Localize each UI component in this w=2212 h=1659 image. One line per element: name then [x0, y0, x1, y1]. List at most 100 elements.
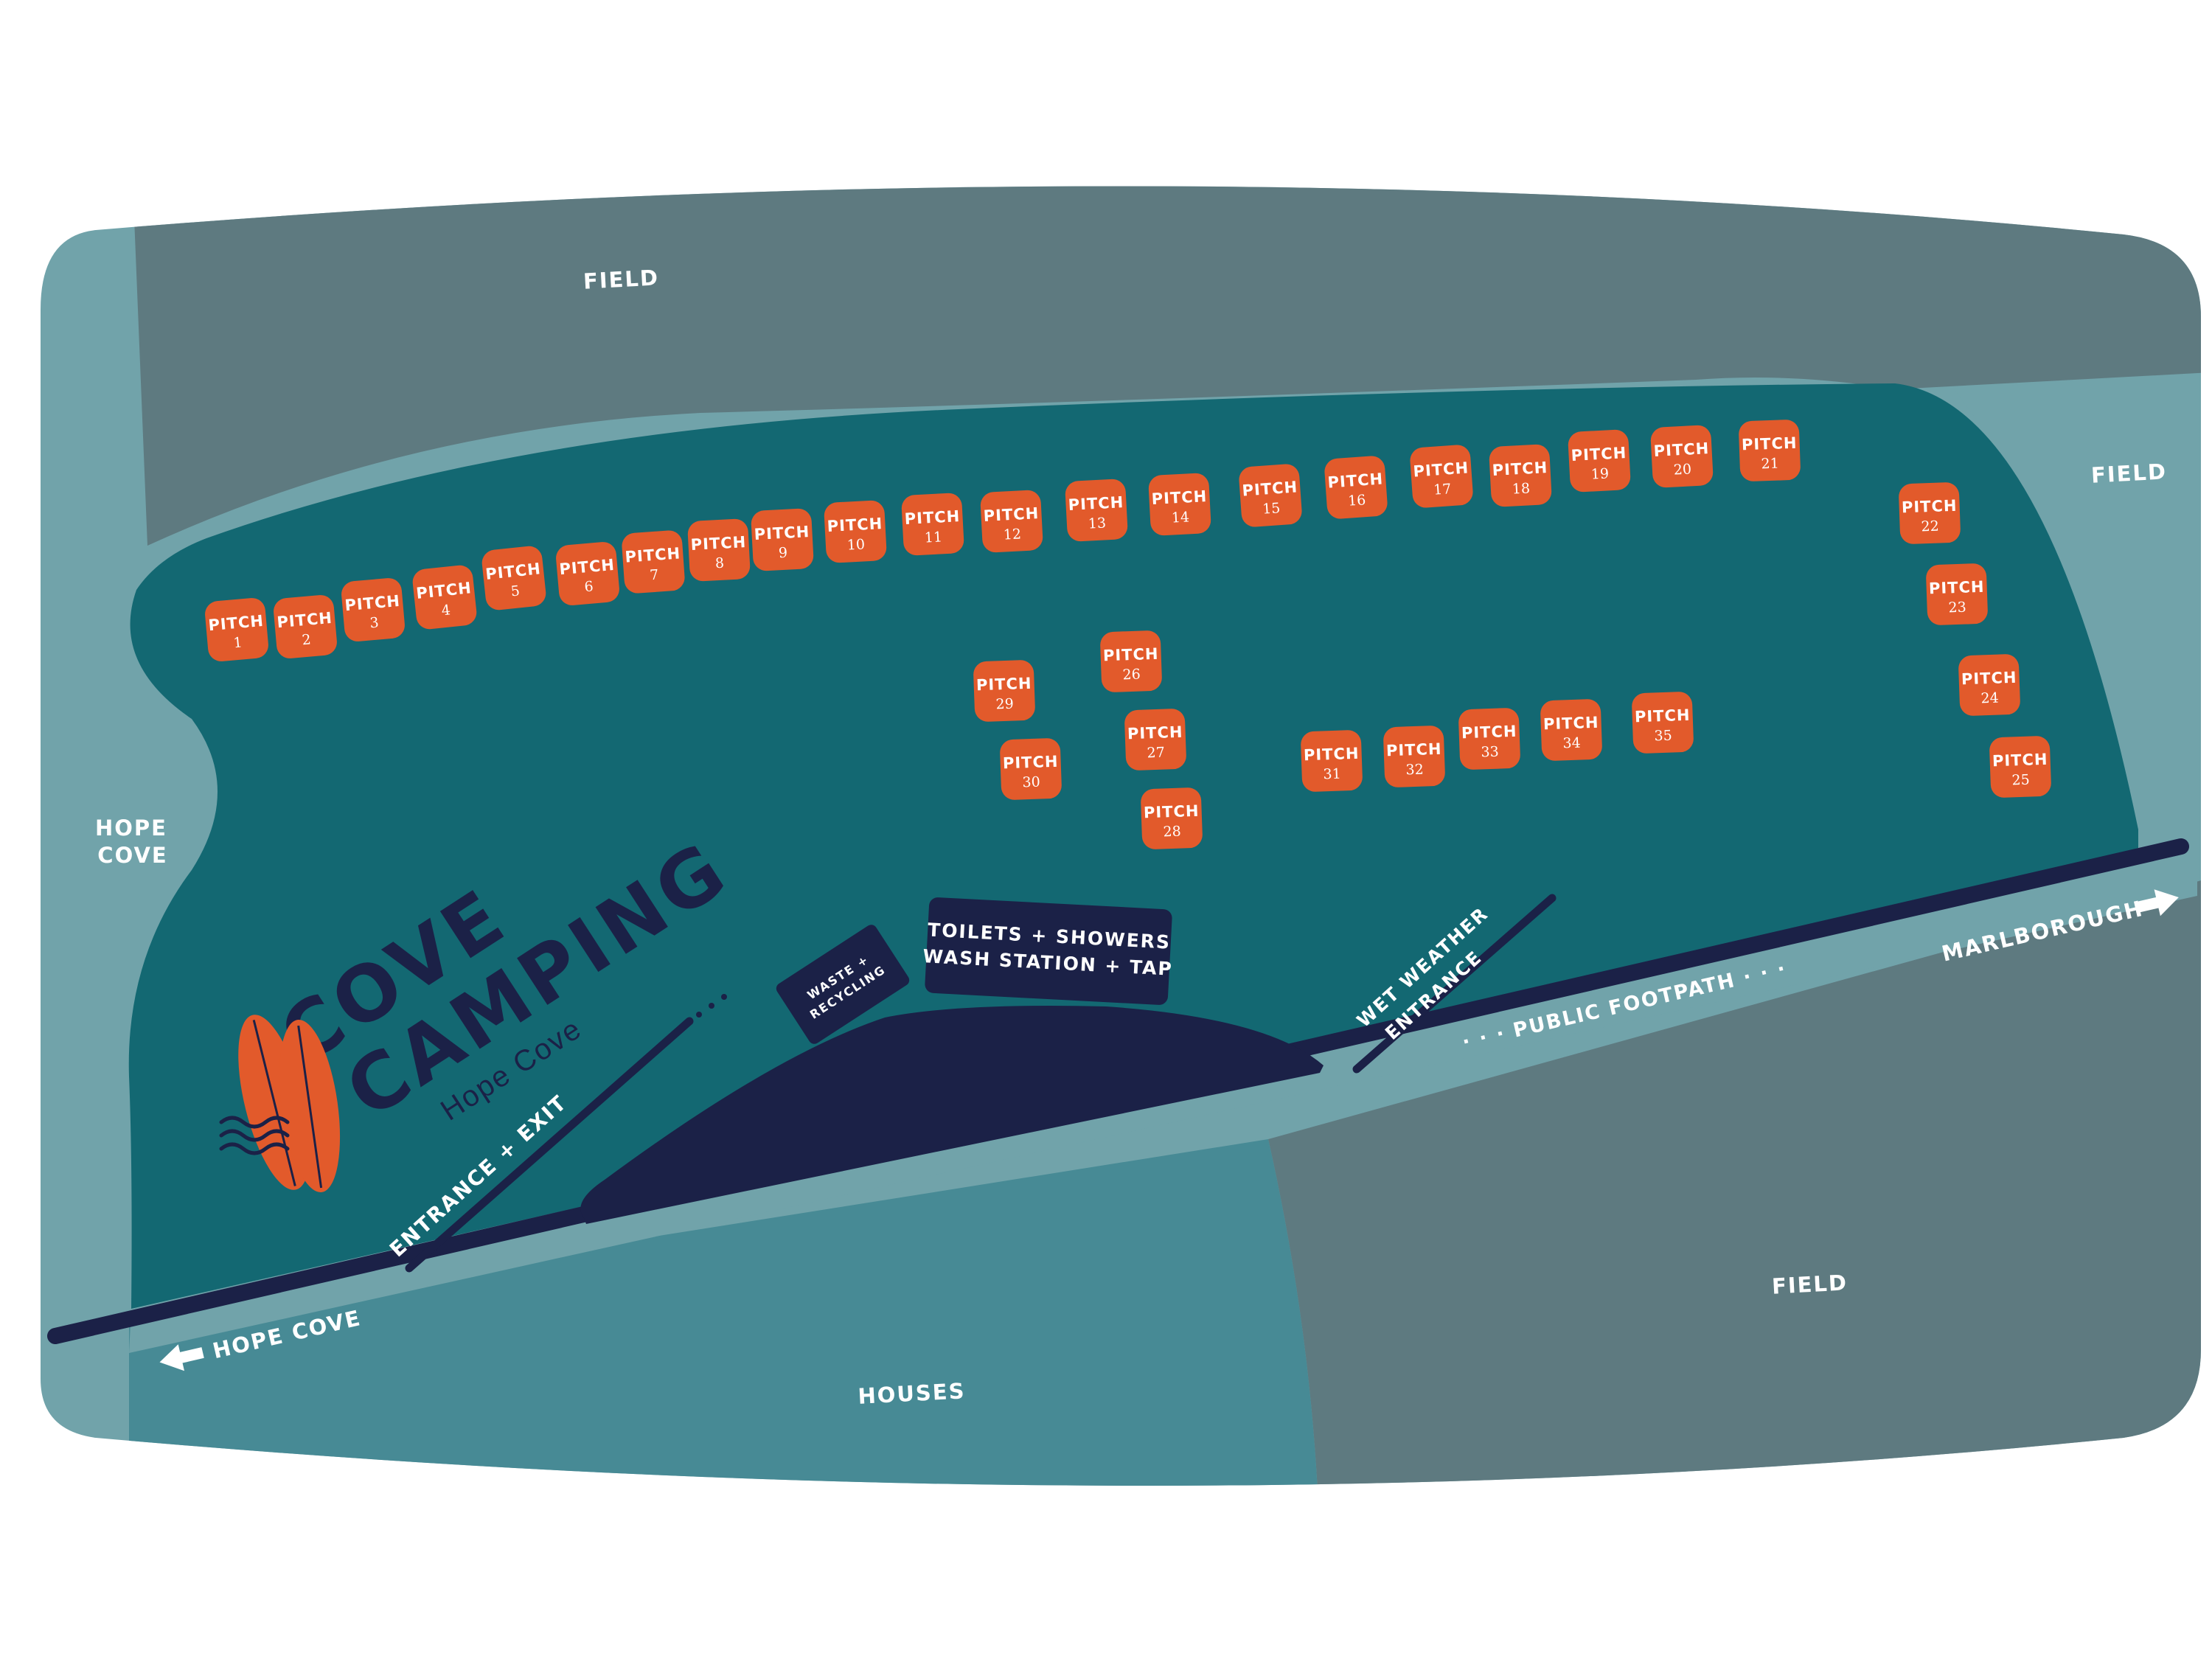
pitch-number: 31	[1323, 766, 1341, 783]
pitch-33[interactable]: PITCH 33	[1458, 708, 1521, 771]
pitch-number: 32	[1405, 762, 1424, 779]
pitch-marker[interactable]	[1238, 463, 1303, 528]
pitch-marker[interactable]	[1926, 563, 1989, 626]
path-dots	[696, 994, 727, 1018]
pitch-marker[interactable]	[204, 597, 270, 663]
pitch-marker[interactable]	[1739, 420, 1801, 482]
pitch-marker[interactable]	[341, 577, 406, 643]
pitch-marker[interactable]	[481, 545, 547, 611]
pitch-marker[interactable]	[687, 518, 751, 582]
pitch-marker[interactable]	[1383, 726, 1446, 788]
pitches: PITCH1PITCH2PITCH3PITCH4PITCH5PITCH6PITC…	[204, 420, 2052, 850]
pitch-marker[interactable]	[555, 541, 621, 607]
pitch-marker[interactable]	[1301, 730, 1363, 793]
pitch-marker[interactable]	[1568, 429, 1631, 493]
pitch-label: PITCH	[1327, 470, 1384, 491]
pitch-number: 33	[1481, 744, 1499, 761]
pitch-marker[interactable]	[1065, 479, 1128, 542]
pitch-marker[interactable]	[1100, 630, 1163, 693]
pitch-number: 16	[1347, 492, 1366, 509]
pitch-marker[interactable]	[621, 529, 686, 594]
pitch-marker[interactable]	[1650, 425, 1714, 488]
pitch-marker[interactable]	[901, 493, 964, 556]
pitch-marker[interactable]	[1409, 444, 1474, 509]
pitch-label: PITCH	[1929, 578, 1985, 598]
pitch-marker[interactable]	[1989, 736, 2052, 799]
pitch-number: 27	[1147, 745, 1165, 762]
pitch-number: 21	[1761, 456, 1779, 473]
pitch-marker[interactable]	[1458, 708, 1521, 771]
pitch-number: 20	[1673, 461, 1691, 478]
pitch-label: PITCH	[1543, 714, 1599, 734]
pitch-marker[interactable]	[1540, 699, 1603, 762]
pitch-marker[interactable]	[1489, 444, 1552, 507]
pitch-marker[interactable]	[751, 508, 814, 571]
pitch-marker[interactable]	[980, 490, 1043, 553]
pitch-number: 9	[778, 545, 787, 562]
pitch-9[interactable]: PITCH 9	[751, 508, 814, 571]
field-bottom-label: FIELD	[1771, 1270, 1848, 1298]
pitch-label: PITCH	[827, 515, 883, 535]
pitch-number: 12	[1003, 526, 1021, 543]
pitch-marker[interactable]	[1958, 654, 2021, 717]
pitch-marker[interactable]	[1324, 455, 1388, 520]
pitch-marker[interactable]	[1000, 738, 1062, 801]
pitch-number: 35	[1654, 728, 1672, 745]
pitch-label: PITCH	[1144, 802, 1200, 822]
pitch-marker[interactable]	[1899, 482, 1961, 545]
pitch-label: PITCH	[1127, 723, 1183, 743]
pitch-marker[interactable]	[1632, 692, 1694, 754]
pitch-marker[interactable]	[824, 500, 887, 563]
pitch-number: 4	[441, 602, 451, 619]
pitch-label: PITCH	[1461, 723, 1517, 742]
pitch-number: 23	[1948, 599, 1966, 616]
pitch-label: PITCH	[1571, 444, 1627, 465]
pitch-label: PITCH	[754, 523, 810, 543]
pitch-number: 28	[1163, 824, 1181, 841]
pitch-marker[interactable]	[1148, 473, 1211, 536]
pitch-marker[interactable]	[1141, 787, 1203, 850]
pitch-27[interactable]: PITCH 27	[1124, 709, 1187, 771]
pitch-marker[interactable]	[1124, 709, 1187, 771]
pitch-number: 11	[924, 529, 942, 546]
pitch-marker[interactable]	[273, 594, 338, 660]
pitch-number: 8	[714, 555, 724, 572]
pitch-number: 26	[1122, 667, 1141, 684]
pitch-marker[interactable]	[973, 660, 1036, 723]
pitch-number: 29	[995, 696, 1014, 713]
pitch-28[interactable]: PITCH 28	[1141, 787, 1203, 850]
pitch-marker[interactable]	[411, 564, 478, 630]
